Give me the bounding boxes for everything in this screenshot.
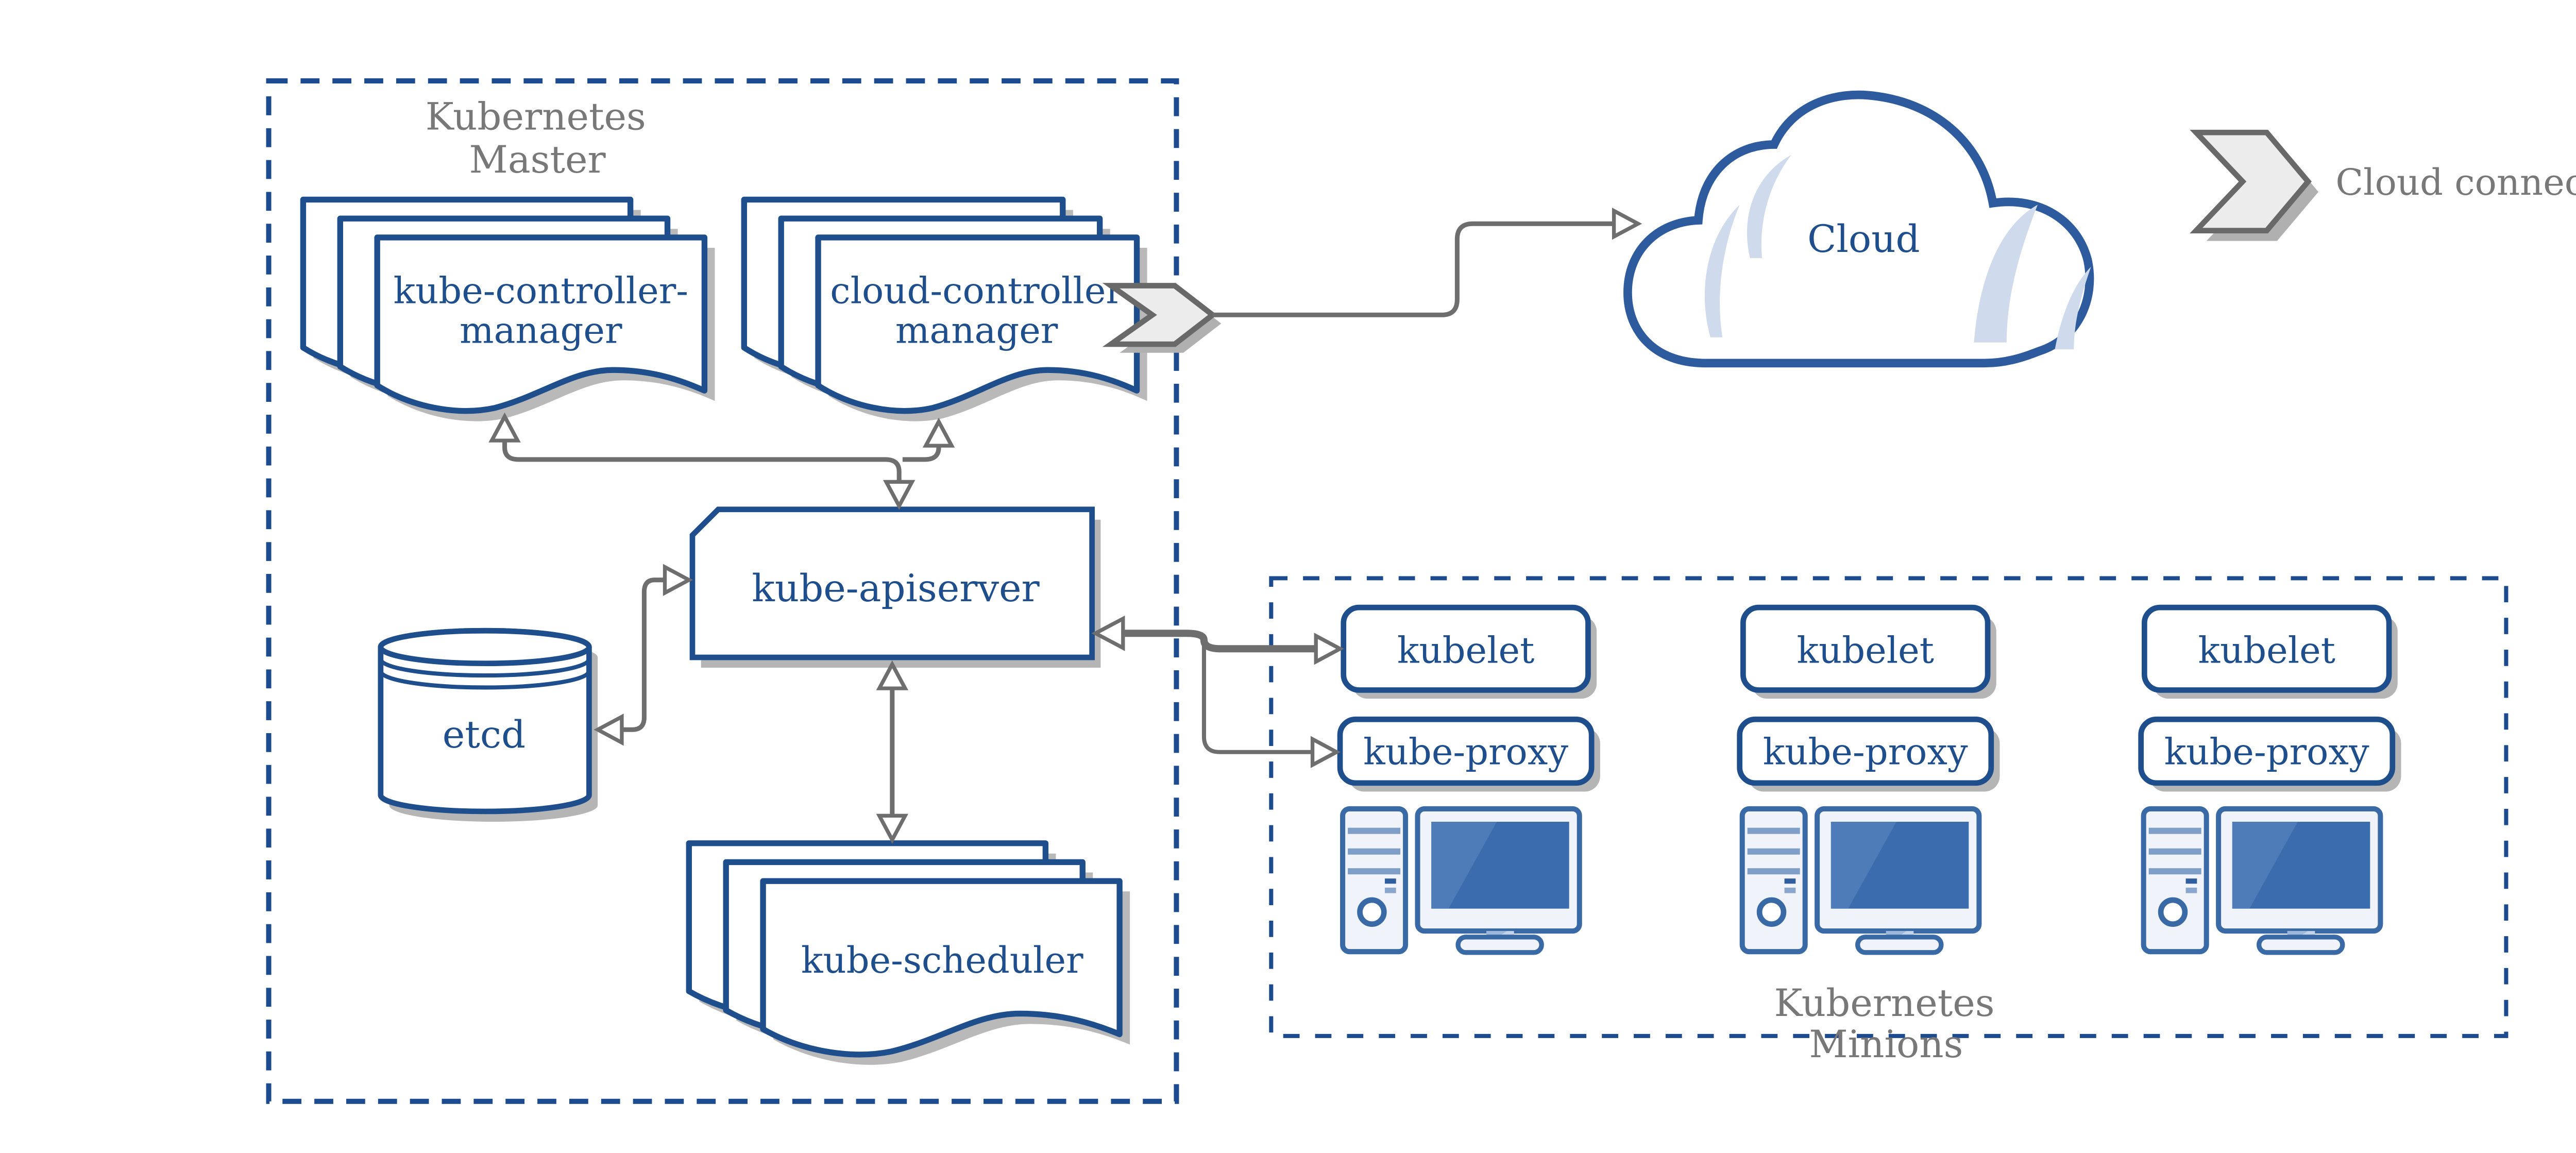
master-title-line1: Kubernetes (426, 95, 646, 139)
kube-proxy-node: kube-proxy (1337, 716, 1600, 792)
cloud-connector-icon (1102, 283, 1222, 353)
node-label: kube-apiserver (752, 567, 1040, 611)
apiserver-minions-arrow (1095, 619, 1340, 765)
arrowhead-icon (926, 421, 952, 446)
minion-column-2: kubelet kube-proxy (1737, 604, 2000, 953)
kube-controller-manager-node: kube-controller- manager (300, 196, 715, 421)
node-label: kube-proxy (1763, 731, 1968, 773)
legend-label: Cloud connector (2335, 161, 2576, 204)
workstation-icon (2144, 809, 2381, 953)
arrowhead-icon (1316, 636, 1340, 662)
cloud-icon (1623, 90, 2094, 368)
node-label-line2: manager (460, 309, 622, 351)
arrowhead-icon (886, 482, 912, 506)
kubelet-node: kubelet (2141, 604, 2398, 699)
cloud-shading (1747, 155, 1791, 259)
apiserver-scheduler-arrow (879, 664, 905, 840)
cloud-shading (1704, 205, 1740, 337)
cloud-node: Cloud (1623, 90, 2094, 368)
apiserver-etcd-arrow (598, 567, 689, 743)
document-stack-icon (300, 196, 715, 421)
node-label: kube-proxy (1363, 731, 1568, 773)
node-label-line1: cloud-controller (830, 270, 1123, 312)
cloud-shading (1974, 205, 2038, 343)
kube-scheduler-node: kube-scheduler (686, 840, 1130, 1065)
node-label: kubelet (1797, 630, 1934, 672)
kube-proxy-node: kube-proxy (2138, 716, 2401, 792)
document-stack-icon (741, 196, 1147, 421)
node-label: etcd (443, 713, 526, 757)
database-cylinder-icon (378, 628, 598, 822)
node-label-line2: manager (895, 309, 1058, 351)
etcd-node: etcd (378, 628, 598, 822)
arrowhead-icon (879, 664, 905, 688)
legend: Cloud connector (2190, 129, 2576, 241)
arrowhead-icon (879, 816, 905, 840)
arrowhead-icon (492, 416, 517, 440)
node-label: kubelet (2198, 630, 2335, 672)
kubelet-node: kubelet (1740, 604, 1996, 699)
cloud-connector-legend-icon (2190, 129, 2319, 241)
kubernetes-minions-group: kubelet kube-proxy kubelet kube-proxy (1269, 576, 2509, 1066)
node-label: kubelet (1397, 630, 1534, 672)
kube-apiserver-node: kube-apiserver (689, 506, 1101, 668)
kubelet-node: kubelet (1341, 604, 1597, 699)
cloud-controller-manager-node: cloud-controller manager (741, 196, 1147, 421)
document-stack-icon (686, 840, 1130, 1065)
node-label: kube-proxy (2164, 731, 2369, 773)
kubernetes-master-group: Kubernetes Master kube-controller- manag… (266, 78, 1222, 1104)
cloud-label: Cloud (1807, 217, 1920, 261)
arrowhead-icon (1313, 739, 1337, 765)
workstation-icon (1742, 809, 1979, 953)
controllers-to-apiserver-arrow (492, 416, 952, 506)
minion-column-3: kubelet kube-proxy (2138, 604, 2401, 953)
node-label: kube-scheduler (801, 939, 1083, 981)
arrowhead-icon (665, 567, 689, 593)
workstation-icon (1343, 809, 1580, 953)
arrowhead-icon (1614, 211, 1638, 236)
connector-to-cloud-arrow (1212, 211, 1638, 317)
arrowhead-icon (598, 717, 622, 742)
minions-title-line1: Kubernetes (1774, 981, 1994, 1025)
master-title-line2: Master (469, 138, 606, 182)
minion-column-1: kubelet kube-proxy (1337, 604, 1600, 953)
node-label-line1: kube-controller- (394, 270, 688, 312)
master-dashed-border (266, 78, 1179, 1104)
minions-title-line2: Minions (1809, 1023, 1963, 1066)
kube-proxy-node: kube-proxy (1737, 716, 2000, 792)
cloud-shading (2055, 266, 2091, 350)
minions-dashed-border (1269, 576, 2509, 1038)
